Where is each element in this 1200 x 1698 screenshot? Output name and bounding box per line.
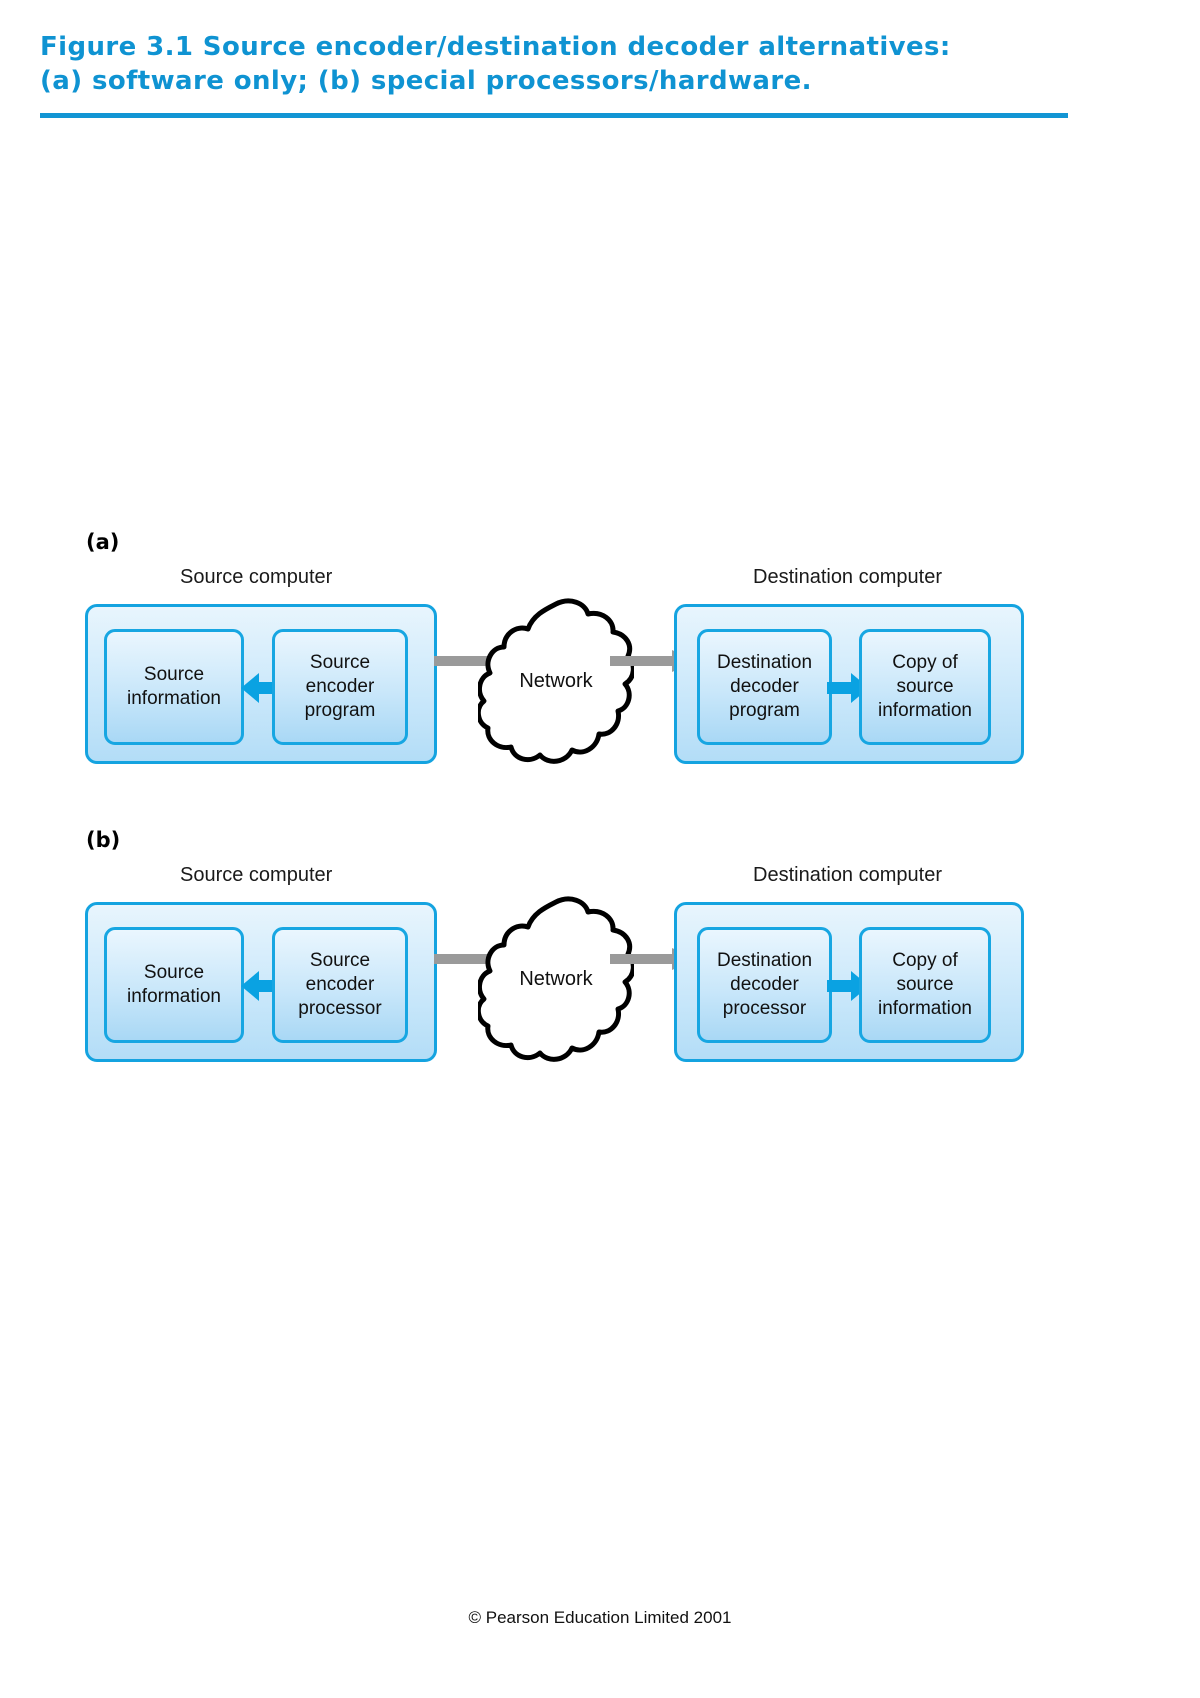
destination-computer-caption-b: Destination computer bbox=[753, 864, 942, 886]
source-encoder-block-b: Source encoder processor bbox=[272, 927, 408, 1043]
network-label-b: Network bbox=[519, 968, 593, 990]
left-arrow-icon bbox=[239, 963, 285, 1009]
source-encoder-label-a: Source encoder program bbox=[304, 651, 376, 722]
source-information-label-a: Source information bbox=[127, 663, 221, 709]
destination-computer-box-a: Destination decoder program Copy of sour… bbox=[674, 604, 1024, 764]
panel-label-a: (a) bbox=[86, 530, 120, 554]
source-information-block-b: Source information bbox=[104, 927, 244, 1043]
figure-title-block: Figure 3.1 Source encoder/destination de… bbox=[40, 30, 1070, 118]
source-computer-caption-b: Source computer bbox=[180, 864, 333, 886]
destination-decoder-label-a: Destination decoder program bbox=[716, 651, 813, 722]
panel-label-b: (b) bbox=[86, 828, 121, 852]
copy-of-source-information-label-a: Copy of source information bbox=[878, 651, 972, 722]
source-encoder-label-b: Source encoder processor bbox=[298, 949, 382, 1020]
diagram-panel-a: (a) Source computer Destination computer… bbox=[0, 530, 1200, 770]
page-title: Figure 3.1 Source encoder/destination de… bbox=[40, 32, 951, 97]
title-divider bbox=[40, 112, 1068, 118]
destination-computer-caption-a: Destination computer bbox=[753, 566, 942, 588]
copyright-footer: © Pearson Education Limited 2001 bbox=[468, 1608, 732, 1627]
destination-decoder-block-b: Destination decoder processor bbox=[697, 927, 832, 1043]
right-arrow-icon bbox=[825, 665, 871, 711]
destination-decoder-label-b: Destination decoder processor bbox=[716, 949, 813, 1020]
source-information-label-b: Source information bbox=[127, 961, 221, 1007]
source-computer-box-b: Source information Source encoder proces… bbox=[85, 902, 437, 1062]
source-computer-box-a: Source information Source encoder progra… bbox=[85, 604, 437, 764]
network-label-a: Network bbox=[519, 670, 593, 692]
left-arrow-icon bbox=[239, 665, 285, 711]
destination-decoder-block-a: Destination decoder program bbox=[697, 629, 832, 745]
copy-of-source-information-block-a: Copy of source information bbox=[859, 629, 991, 745]
source-computer-caption-a: Source computer bbox=[180, 566, 333, 588]
copy-of-source-information-label-b: Copy of source information bbox=[878, 949, 972, 1020]
destination-computer-box-b: Destination decoder processor Copy of so… bbox=[674, 902, 1024, 1062]
copy-of-source-information-block-b: Copy of source information bbox=[859, 927, 991, 1043]
right-arrow-icon bbox=[825, 963, 871, 1009]
source-encoder-block-a: Source encoder program bbox=[272, 629, 408, 745]
network-cloud-icon-b: Network bbox=[478, 896, 634, 1068]
network-cloud-icon-a: Network bbox=[478, 598, 634, 770]
source-information-block-a: Source information bbox=[104, 629, 244, 745]
diagram-panel-b: (b) Source computer Destination computer… bbox=[0, 828, 1200, 1068]
